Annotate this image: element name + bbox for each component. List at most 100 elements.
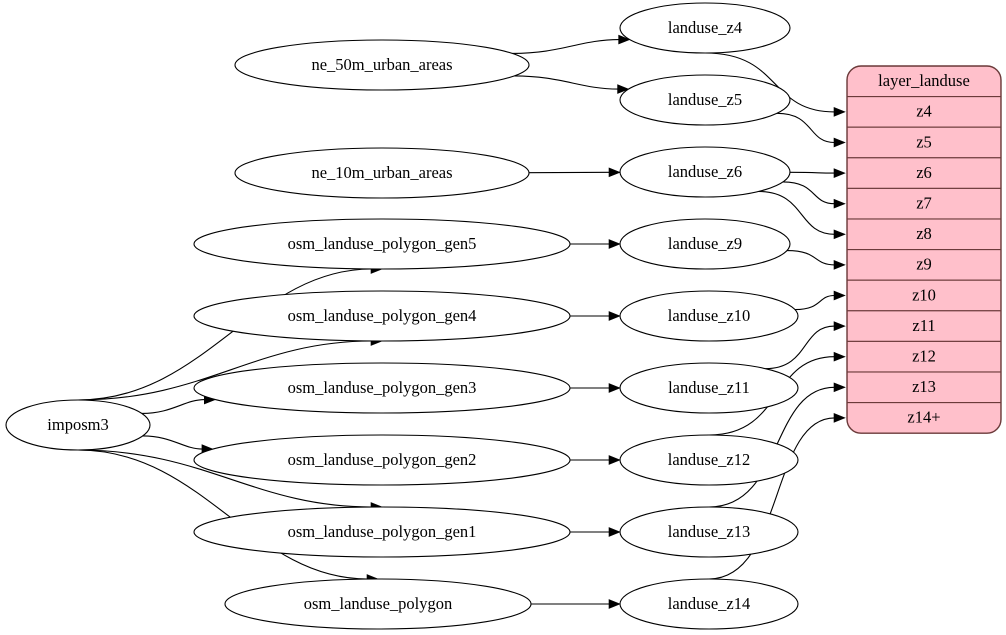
node-osm_landuse_polygon_gen5[interactable]: osm_landuse_polygon_gen5 xyxy=(193,218,571,270)
node-shape-landuse_z10 xyxy=(619,290,799,342)
table-row-z7[interactable] xyxy=(847,187,1001,220)
node-landuse_z6[interactable]: landuse_z6 xyxy=(619,146,791,198)
edge-arrowhead xyxy=(617,84,630,94)
table-layer: layer_landusez4z5z6z7z8z9z10z11z12z13z14… xyxy=(846,65,1002,434)
table-row-z8[interactable] xyxy=(847,218,1001,251)
node-label-ne_10m_urban_areas: ne_10m_urban_areas xyxy=(311,163,452,182)
node-label-osm_landuse_polygon_gen3: osm_landuse_polygon_gen3 xyxy=(288,378,477,397)
node-shape-ne_50m_urban_areas xyxy=(234,39,530,91)
table-row-label-z9: z9 xyxy=(916,255,932,274)
node-shape-landuse_z13 xyxy=(619,506,799,558)
node-shape-imposm3 xyxy=(5,399,151,451)
table-row-label-z13: z13 xyxy=(912,377,936,396)
table-row-label-z6: z6 xyxy=(916,163,932,182)
edge-arrowhead xyxy=(833,290,846,301)
table-row-z9[interactable] xyxy=(847,249,1001,281)
edge-imposm3-to-osm_landuse_polygon_gen2 xyxy=(142,435,203,450)
node-shape-landuse_z4 xyxy=(619,2,791,54)
edge-landuse_z9-to-layer_landuse_z9 xyxy=(787,249,835,266)
node-ne_10m_urban_areas[interactable]: ne_10m_urban_areas xyxy=(234,147,530,199)
node-landuse_z10[interactable]: landuse_z10 xyxy=(619,290,799,342)
node-imposm3[interactable]: imposm3 xyxy=(5,399,151,451)
edge-imposm3-to-osm_landuse_polygon xyxy=(77,449,368,580)
edge-arrowhead xyxy=(833,137,846,148)
node-landuse_z5[interactable]: landuse_z5 xyxy=(619,74,791,126)
node-landuse_z9[interactable]: landuse_z9 xyxy=(619,218,791,270)
node-shape-osm_landuse_polygon xyxy=(224,578,532,630)
node-osm_landuse_polygon_gen2[interactable]: osm_landuse_polygon_gen2 xyxy=(193,434,571,486)
node-shape-landuse_z9 xyxy=(619,218,791,270)
node-shape-landuse_z11 xyxy=(619,362,799,414)
edge-arrowhead xyxy=(833,351,846,362)
node-landuse_z12[interactable]: landuse_z12 xyxy=(619,434,799,486)
edge-arrowhead xyxy=(608,239,621,249)
node-shape-landuse_z12 xyxy=(619,434,799,486)
edge-arrowhead xyxy=(833,321,846,331)
edge-landuse_z10-to-layer_landuse_z10 xyxy=(795,294,835,311)
edge-arrowhead xyxy=(608,311,621,321)
nodes-layer: imposm3 ne_50m_urban_areas ne_10m_urban_ar… xyxy=(5,2,799,630)
node-landuse_z13[interactable]: landuse_z13 xyxy=(619,506,799,558)
node-label-landuse_z4: landuse_z4 xyxy=(668,18,742,37)
table-row-label-z11: z11 xyxy=(912,316,935,335)
node-osm_landuse_polygon_gen4[interactable]: osm_landuse_polygon_gen4 xyxy=(193,290,571,342)
node-landuse_z11[interactable]: landuse_z11 xyxy=(619,362,799,414)
edge-arrowhead xyxy=(618,34,631,45)
node-label-landuse_z5: landuse_z5 xyxy=(668,90,742,109)
edge-landuse_z4-to-layer_landuse_z4 xyxy=(704,52,835,113)
node-osm_landuse_polygon_gen3[interactable]: osm_landuse_polygon_gen3 xyxy=(193,362,571,414)
node-label-osm_landuse_polygon_gen1: osm_landuse_polygon_gen1 xyxy=(288,522,477,541)
table-row-label-z7: z7 xyxy=(916,193,932,212)
edge-arrowhead xyxy=(833,198,846,209)
node-ne_50m_urban_areas[interactable]: ne_50m_urban_areas xyxy=(234,39,530,91)
node-label-landuse_z14: landuse_z14 xyxy=(668,594,750,613)
edge-imposm3-to-osm_landuse_polygon_gen1 xyxy=(77,449,372,508)
edge-arrowhead xyxy=(833,260,846,270)
node-shape-osm_landuse_polygon_gen4 xyxy=(193,290,571,342)
node-landuse_z14[interactable]: landuse_z14 xyxy=(619,578,799,630)
edge-ne_50m_urban_areas-to-landuse_z5 xyxy=(514,75,619,90)
node-shape-osm_landuse_polygon_gen5 xyxy=(193,218,571,270)
edge-ne_50m_urban_areas-to-landuse_z4 xyxy=(512,39,620,54)
edge-imposm3-to-osm_landuse_polygon_gen4 xyxy=(77,340,372,401)
table-row-z4[interactable] xyxy=(847,96,1001,128)
node-shape-landuse_z5 xyxy=(619,74,791,126)
edge-landuse_z5-to-layer_landuse_z5 xyxy=(777,112,835,144)
edge-arrowhead xyxy=(608,527,621,537)
edge-landuse_z6-to-layer_landuse_z8 xyxy=(758,190,835,235)
edge-landuse_z11-to-layer_landuse_z11 xyxy=(765,325,835,370)
node-osm_landuse_polygon_gen1[interactable]: osm_landuse_polygon_gen1 xyxy=(193,506,571,558)
node-label-landuse_z6: landuse_z6 xyxy=(668,162,742,181)
node-label-osm_landuse_polygon: osm_landuse_polygon xyxy=(304,594,453,613)
table-row-label-z8: z8 xyxy=(916,224,932,243)
table-header-label: layer_landuse xyxy=(878,71,970,90)
edge-arrowhead xyxy=(833,229,846,240)
table-outline xyxy=(846,65,1002,434)
node-label-ne_50m_urban_areas: ne_50m_urban_areas xyxy=(311,55,452,74)
node-label-imposm3: imposm3 xyxy=(47,415,108,434)
table-row-label-z12: z12 xyxy=(912,346,936,365)
table-row-label-z5: z5 xyxy=(916,132,932,151)
node-label-osm_landuse_polygon_gen2: osm_landuse_polygon_gen2 xyxy=(288,450,477,469)
node-shape-osm_landuse_polygon_gen2 xyxy=(193,434,571,486)
edge-arrowhead xyxy=(608,599,621,609)
edge-arrowhead xyxy=(833,107,846,117)
edge-arrowhead xyxy=(833,382,846,393)
edge-arrowhead xyxy=(833,168,846,178)
node-label-landuse_z12: landuse_z12 xyxy=(668,450,750,469)
edge-arrowhead xyxy=(608,167,621,178)
node-shape-osm_landuse_polygon_gen1 xyxy=(193,506,571,558)
node-label-osm_landuse_polygon_gen5: osm_landuse_polygon_gen5 xyxy=(288,234,477,253)
node-shape-landuse_z6 xyxy=(619,146,791,198)
edge-arrowhead xyxy=(833,413,846,423)
table-row-z13[interactable] xyxy=(847,371,1001,404)
node-label-landuse_z10: landuse_z10 xyxy=(668,306,750,325)
node-label-landuse_z9: landuse_z9 xyxy=(668,234,742,253)
node-osm_landuse_polygon[interactable]: osm_landuse_polygon xyxy=(224,578,532,630)
table-header-cell xyxy=(847,66,1001,98)
edge-landuse_z6-to-layer_landuse_z6 xyxy=(789,171,835,174)
node-landuse_z4[interactable]: landuse_z4 xyxy=(619,2,791,54)
node-label-landuse_z11: landuse_z11 xyxy=(668,378,750,397)
table-layer_landuse[interactable]: layer_landusez4z5z6z7z8z9z10z11z12z13z14… xyxy=(847,66,1001,434)
